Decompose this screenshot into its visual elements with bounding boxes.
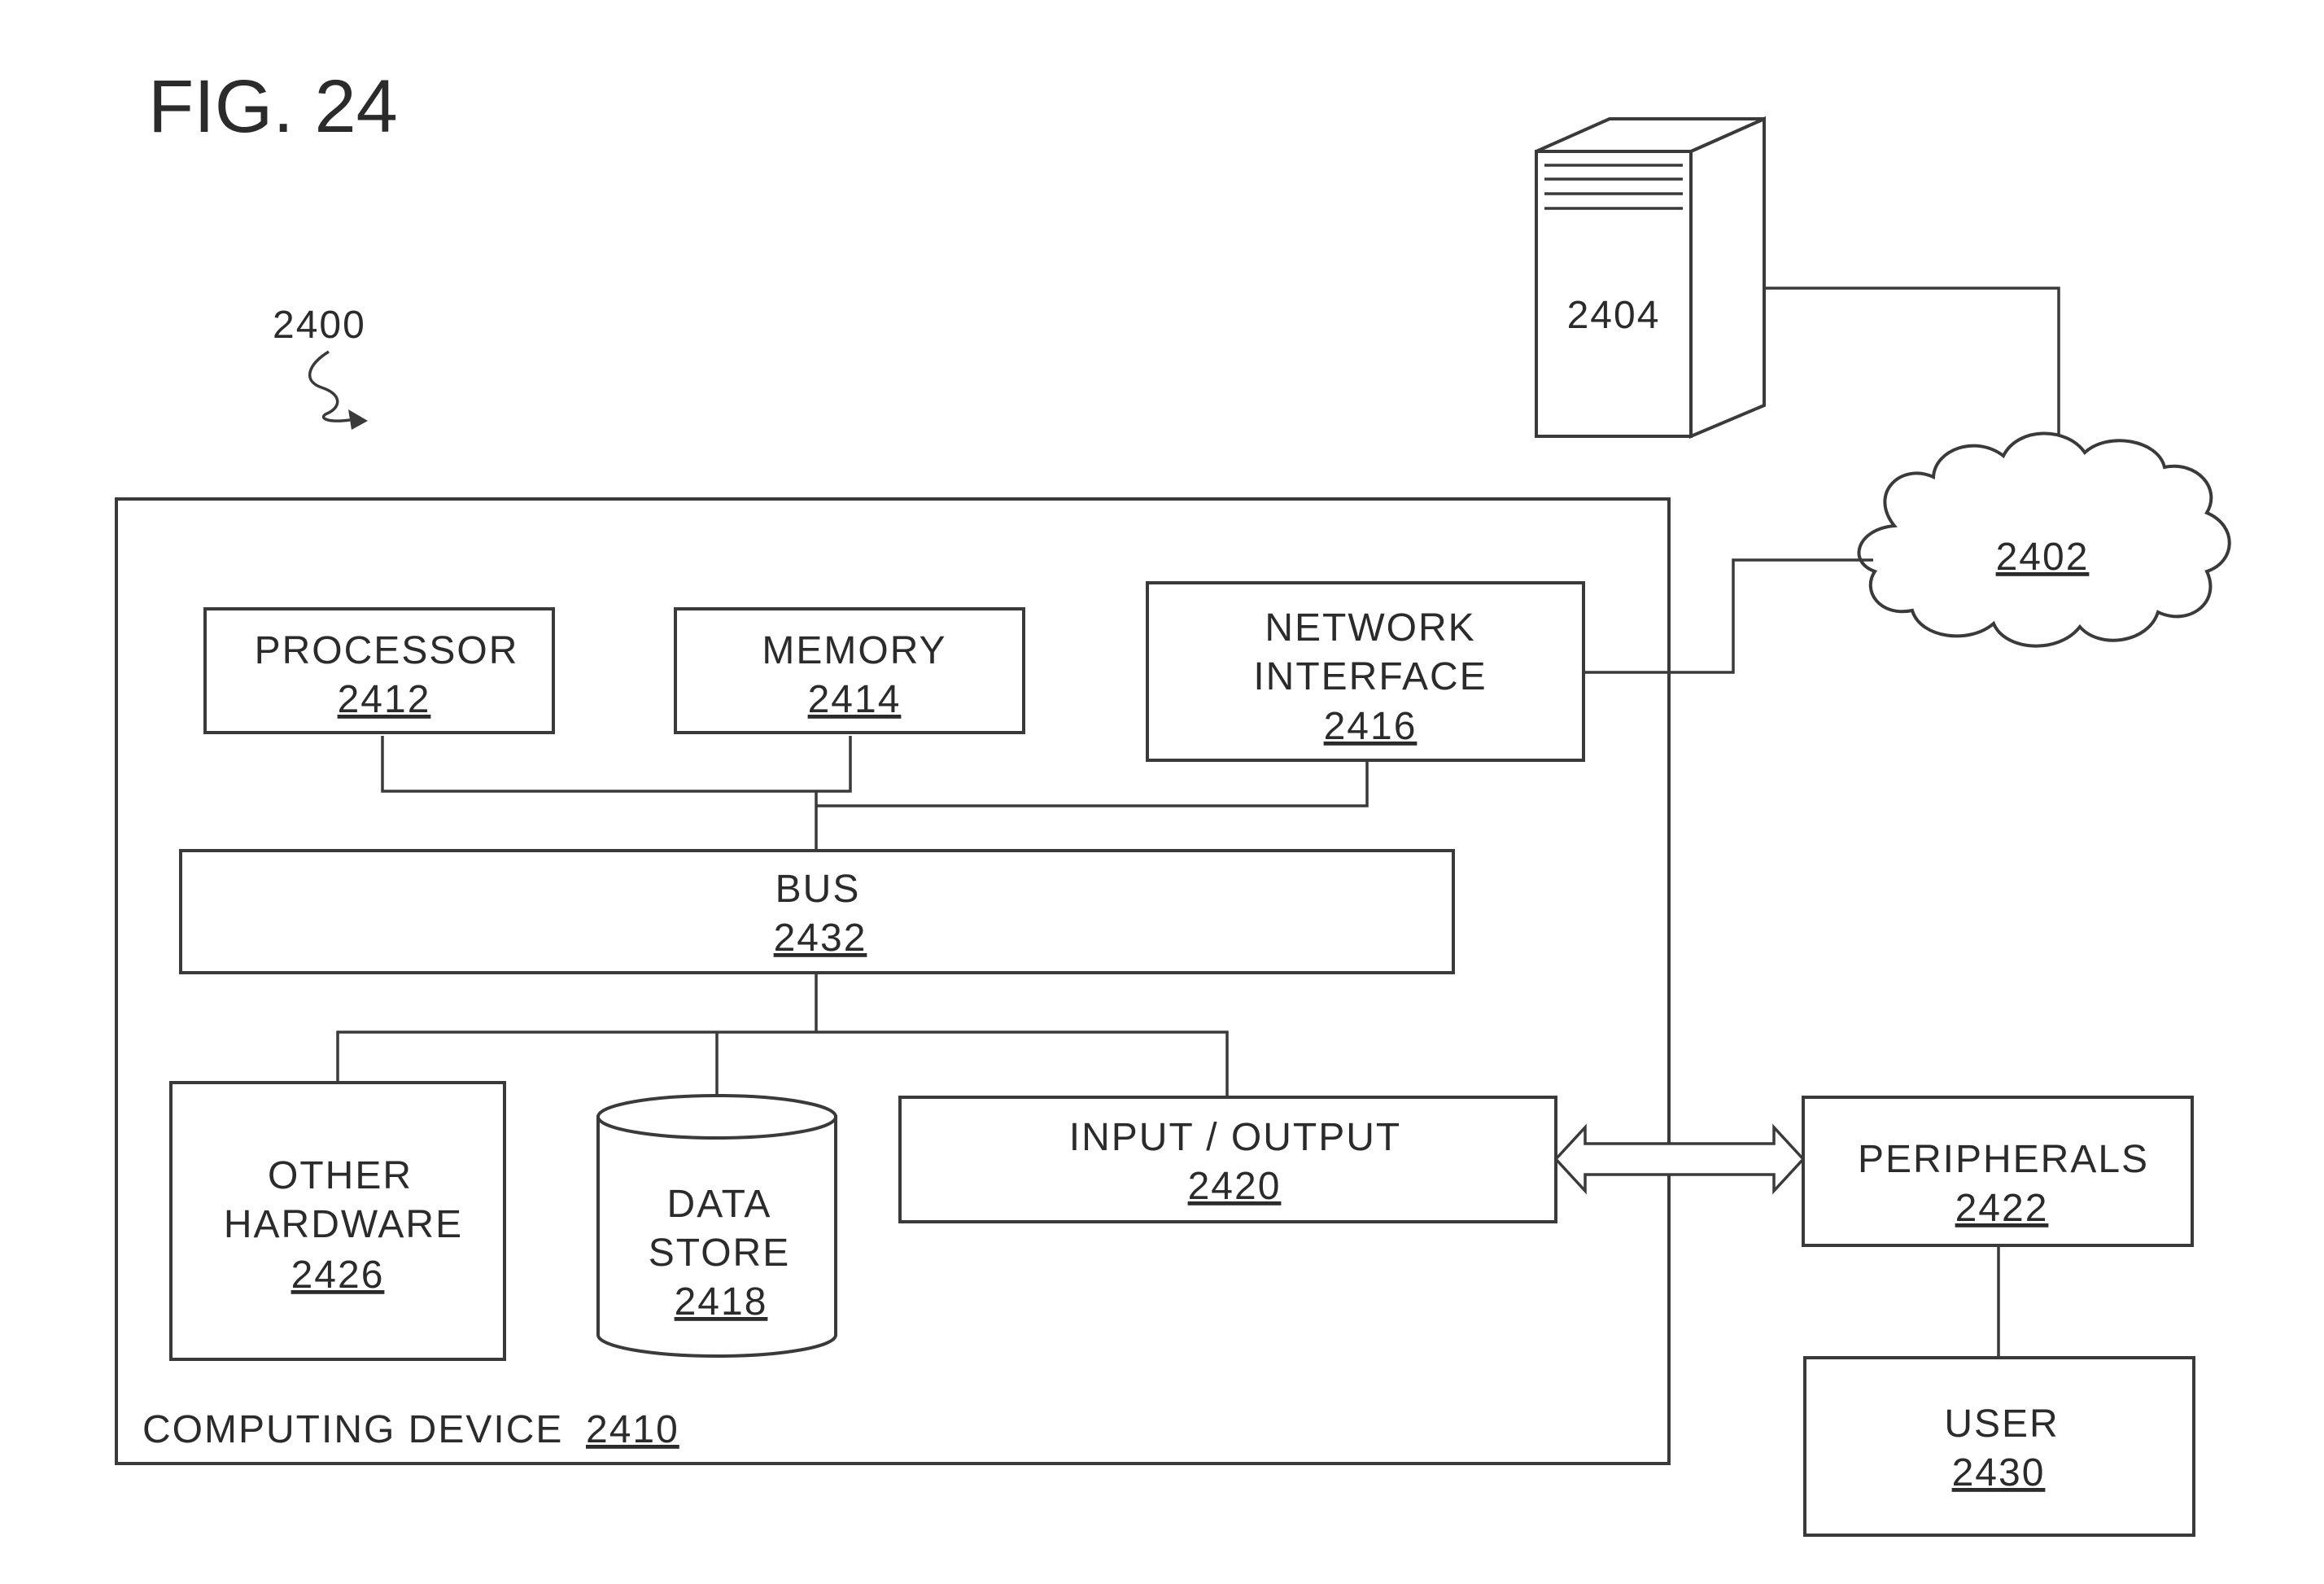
input-output-ref: 2420 [1188, 1165, 1282, 1208]
network-interface-ref: 2416 [1324, 705, 1418, 748]
data-store-cylinder: DATA STORE 2418 [598, 1096, 836, 1356]
figure-title: FIG. 24 [148, 65, 398, 148]
other-hardware-ref: 2426 [291, 1254, 385, 1297]
network-interface-label-line2: INTERFACE [1253, 655, 1487, 698]
memory-label: MEMORY [762, 629, 946, 672]
data-store-label-line1: DATA [667, 1183, 772, 1226]
memory-ref: 2414 [808, 678, 902, 721]
processor-block: PROCESSOR 2412 [205, 609, 553, 733]
other-hardware-block: OTHER HARDWARE 2426 [171, 1083, 505, 1359]
data-store-label-line2: STORE [649, 1232, 790, 1275]
computing-device-ref: 2410 [586, 1408, 679, 1451]
data-store-ref: 2418 [675, 1280, 768, 1324]
peripherals-ref: 2422 [1955, 1187, 2049, 1230]
other-hardware-label-line1: OTHER [268, 1154, 413, 1197]
network-interface-block: NETWORK INTERFACE 2416 [1147, 583, 1584, 760]
user-label: USER [1944, 1402, 2059, 1446]
server-icon: 2404 [1536, 119, 1764, 436]
system-ref-squiggle [310, 352, 350, 421]
network-cloud-icon: 2402 [1859, 433, 2229, 645]
server-ref: 2404 [1567, 294, 1661, 337]
processor-label: PROCESSOR [255, 629, 519, 672]
user-block: USER 2430 [1805, 1358, 2194, 1535]
memory-block: MEMORY 2414 [675, 609, 1024, 733]
other-hardware-label-line2: HARDWARE [224, 1203, 463, 1246]
peripherals-label: PERIPHERALS [1858, 1138, 2149, 1181]
system-ref-label: 2400 [273, 304, 366, 347]
user-ref: 2430 [1952, 1451, 2046, 1494]
network-interface-label-line1: NETWORK [1265, 606, 1475, 650]
network-cloud-ref: 2402 [1996, 536, 2090, 579]
system-ref-arrowhead-icon [348, 409, 368, 430]
bus-block: BUS 2432 [181, 851, 1453, 973]
processor-ref: 2412 [338, 678, 431, 721]
input-output-block: INPUT / OUTPUT 2420 [900, 1097, 1556, 1222]
peripherals-block: PERIPHERALS 2422 [1803, 1097, 2192, 1245]
computing-device-label: COMPUTING DEVICE [142, 1408, 563, 1451]
bus-ref: 2432 [774, 917, 867, 960]
input-output-label: INPUT / OUTPUT [1069, 1116, 1401, 1159]
bus-label: BUS [775, 868, 861, 911]
server-cloud-connector [1764, 288, 2059, 462]
